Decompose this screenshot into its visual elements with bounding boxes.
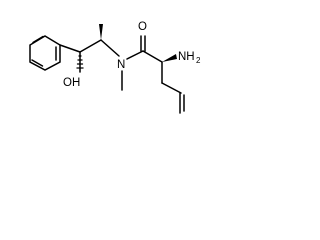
hydroxyl-label: OH [63,77,80,89]
carbinol-hash-wedge [76,55,84,69]
alpha-to-nitrogen-bond [100,39,120,57]
amino-label: NH [178,51,195,63]
amide-nitrogen-label: N [117,59,125,71]
phenyl-ring-outline [29,35,61,71]
phenyl-inner-bond-2 [31,59,44,67]
carbinol-to-alpha-bond [79,39,102,53]
amino-subscript: 2 [196,56,201,65]
carbonyl-to-ca-bond [142,50,163,63]
molecule-structure: O NH 2 N OH [29,21,201,114]
alpha-methyl-wedge [99,24,103,40]
carbonyl-oxygen-label: O [138,21,147,33]
nitrogen-to-carbonyl-bond [126,50,144,60]
phenyl-inner-bond-3 [32,35,44,44]
phenyl-ring [29,35,61,71]
amino-wedge [162,54,177,62]
ch2-to-vinyl-bond [161,82,182,94]
ring-to-carbinol-bond [59,44,81,53]
structure-canvas: O NH 2 N OH [0,0,230,146]
